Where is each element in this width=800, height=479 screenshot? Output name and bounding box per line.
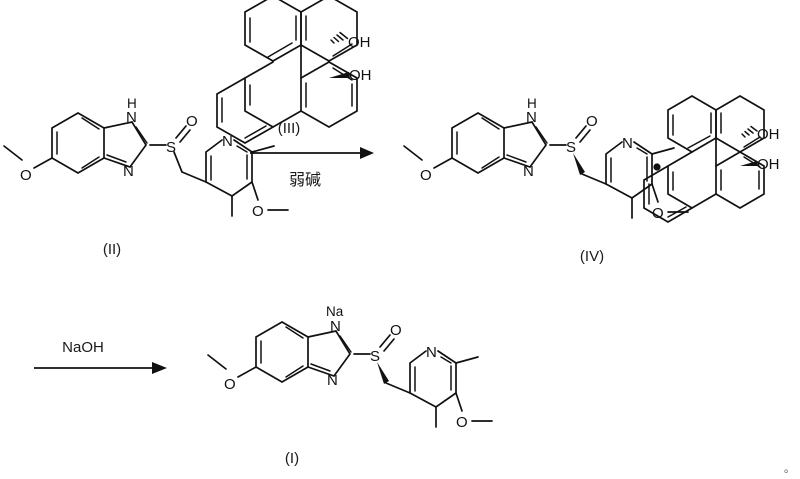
stereo-hash-bond-upper — [330, 31, 349, 44]
compound-IV-binol-part: OH OH — [643, 95, 780, 223]
atom-label-na: Na — [326, 304, 344, 319]
atom-label-oh: OH — [349, 67, 372, 84]
atom-label-o: O — [186, 113, 198, 130]
atom-label-n: N — [222, 133, 233, 150]
atom-label-n: N — [426, 344, 437, 361]
compound-label-III: (III) — [278, 120, 301, 137]
reaction-arrow-1 — [250, 147, 374, 159]
compound-II-structure: O N H N S O — [3, 96, 289, 220]
atom-label-o: O — [224, 376, 236, 393]
reaction-arrow-2 — [34, 362, 167, 374]
atom-label-n: N — [330, 318, 341, 335]
compound-III-structure: OH OH — [216, 0, 372, 144]
compound-IV-structure: O N H N S O — [403, 95, 780, 223]
atom-label-s: S — [566, 139, 576, 156]
complex-separator-dot — [653, 163, 661, 171]
atom-label-o: O — [252, 203, 264, 220]
reagent-label-weak-base: 弱碱 — [289, 170, 321, 189]
atom-label-h: H — [527, 96, 537, 111]
compound-label-I: (I) — [285, 450, 299, 467]
atom-label-n: N — [327, 372, 338, 389]
stereo-wedge-bond-lower — [329, 72, 350, 78]
atom-label-s: S — [166, 139, 176, 156]
atom-label-o: O — [586, 113, 598, 130]
atom-label-n: N — [622, 135, 633, 152]
atom-label-o: O — [456, 414, 468, 431]
compound-label-II: (II) — [103, 241, 121, 258]
atom-label-h: H — [127, 96, 137, 111]
atom-label-o: O — [390, 322, 402, 339]
atom-label-o: O — [420, 167, 432, 184]
atom-label-o: O — [652, 205, 664, 222]
atom-label-n: N — [123, 163, 134, 180]
atom-label-n: N — [523, 163, 534, 180]
stereo-wedge-bond-sulfoxide — [573, 153, 585, 175]
stereo-wedge-bond-sulfoxide — [377, 362, 389, 384]
atom-label-o: O — [20, 167, 32, 184]
atom-label-n: N — [126, 109, 137, 126]
atom-label-oh: OH — [348, 34, 371, 51]
atom-label-oh: OH — [757, 156, 780, 173]
reagent-label-naoh: NaOH — [62, 339, 104, 356]
atom-label-s: S — [370, 348, 380, 365]
atom-label-oh: OH — [757, 126, 780, 143]
atom-label-n: N — [526, 109, 537, 126]
compound-label-IV: (IV) — [580, 248, 604, 265]
trailing-period-mark: 。 — [784, 462, 795, 475]
compound-I-structure: O N Na N S O — [207, 304, 493, 431]
